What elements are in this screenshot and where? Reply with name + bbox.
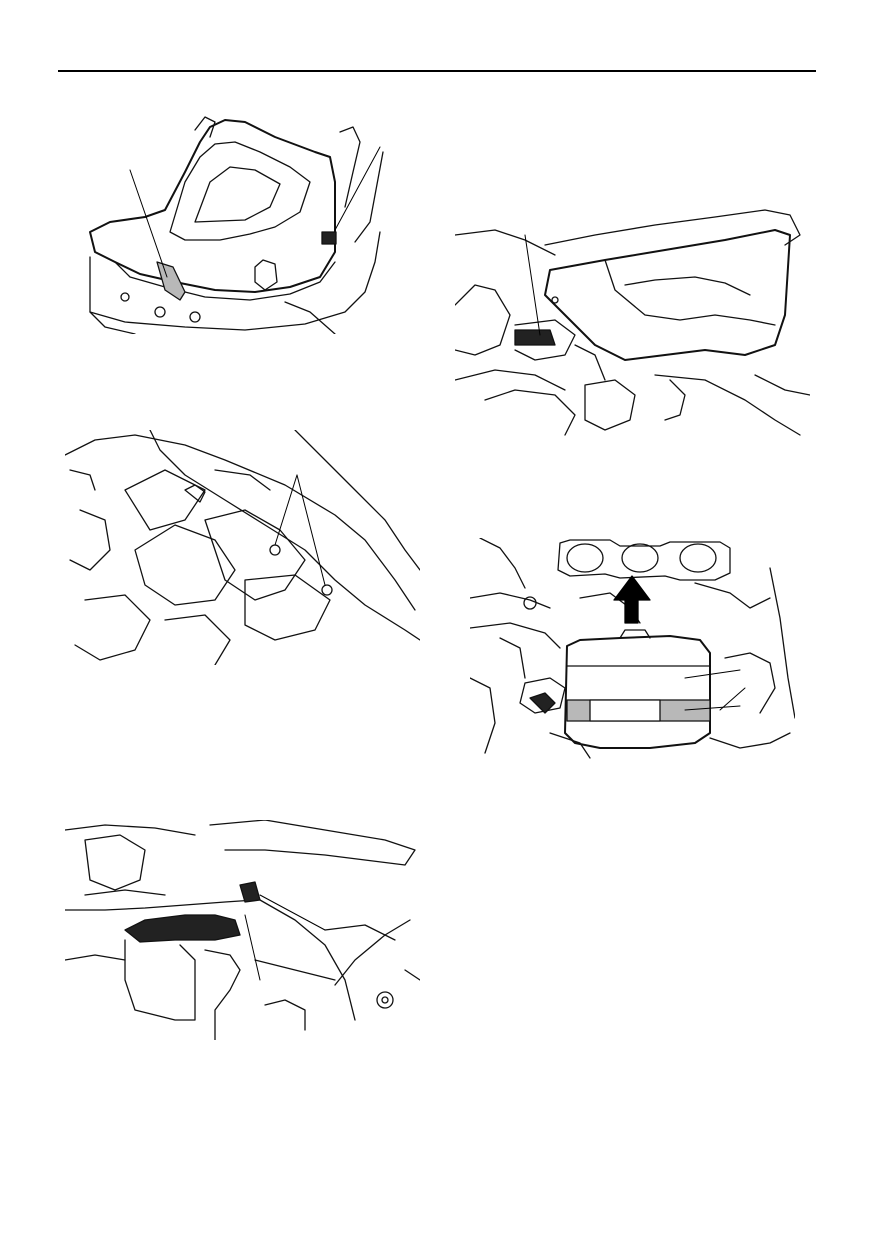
header-rule	[58, 70, 816, 72]
figure-hose-clamp	[65, 820, 420, 1040]
up-arrow-icon	[613, 575, 651, 624]
figure-air-filter-case-side	[455, 205, 810, 440]
figure-fuel-tank-cover	[85, 112, 385, 334]
figure-air-filter-case-clips	[65, 430, 420, 665]
figure-battery-removal	[470, 538, 795, 763]
